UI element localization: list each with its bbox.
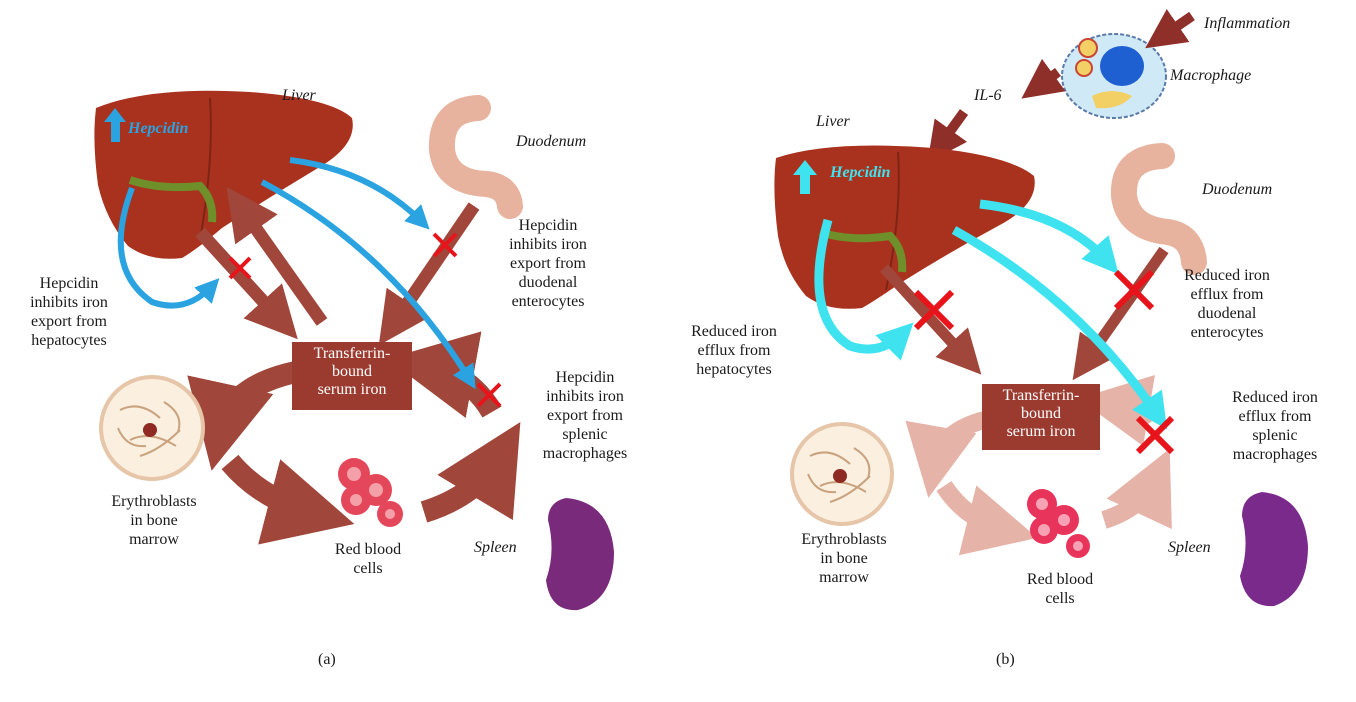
- block-mark-hepatocytes-a: [228, 256, 252, 280]
- liver-a-icon: [94, 90, 353, 259]
- spleen-label-a: Spleen: [474, 539, 517, 556]
- iron-arrow-rbc-to-spleen-b: [1101, 448, 1172, 530]
- duodenum-label-b: Duodenum: [1202, 181, 1273, 198]
- hepcidin-arrow-to-hepatocytes-a: [117, 186, 220, 309]
- il6-label-b: IL-6: [974, 87, 1002, 104]
- macrophage-b-icon: [1061, 33, 1167, 119]
- bone-marrow-b-icon: [790, 422, 894, 526]
- iron-arrow-liver-to-serum-a: [195, 227, 298, 340]
- spleen-label-b: Spleen: [1168, 539, 1211, 556]
- block-mark-duodenum-a: [432, 232, 458, 258]
- panel-a-artwork: [94, 90, 614, 611]
- hepcidin-up-b-icon: [800, 170, 810, 194]
- block-mark-hepatocytes-b: [913, 289, 955, 331]
- duodenum-b-icon: [1110, 143, 1207, 275]
- hepcidin-label-b: Hepcidin: [830, 164, 891, 181]
- liver-label-a: Liver: [282, 87, 316, 104]
- transferrin-box-b: Transferrin-bound serum iron: [982, 384, 1100, 450]
- hepcidin-arrow-to-spleen-a: [260, 179, 476, 390]
- iron-arrow-serum-to-marrow-b: [905, 411, 987, 498]
- hepcidin-label-a: Hepcidin: [128, 120, 189, 137]
- iron-arrow-marrow-to-rbc-a: [221, 454, 355, 545]
- hepcidin-arrow-to-hepatocytes-b: [814, 218, 914, 361]
- spleen-a-icon: [546, 498, 614, 611]
- block-mark-duodenum-b: [1113, 269, 1155, 311]
- caption-a: (a): [318, 651, 336, 668]
- panel-b-artwork: [774, 9, 1308, 607]
- spleen-b-icon: [1240, 492, 1308, 607]
- iron-arrow-marrow-to-rbc-b: [936, 480, 1038, 556]
- iron-arrow-duodenum-to-serum-a: [378, 202, 480, 346]
- iron-arrow-serum-to-marrow-a: [187, 361, 299, 471]
- caption-b: (b): [996, 651, 1015, 668]
- transferrin-box-a: Transferrin-bound serum iron: [292, 342, 412, 410]
- hepcidin-arrow-to-duodenum-b: [979, 199, 1119, 275]
- hepcidin-arrow-to-duodenum-a: [289, 157, 430, 230]
- inflammation-label-b: Inflammation: [1204, 15, 1291, 32]
- inflammation-arrow-b: [1145, 9, 1195, 49]
- hepcidin-up-a-icon: [111, 116, 120, 142]
- hepcidin-arrow-to-spleen-b: [951, 226, 1168, 430]
- red-blood-cells-a-icon: [338, 458, 403, 527]
- liver-label-b: Liver: [816, 113, 850, 130]
- duodenum-label-a: Duodenum: [516, 133, 587, 150]
- bone-marrow-a-icon: [99, 375, 205, 481]
- iron-arrow-serum-to-liver-a: [226, 186, 328, 326]
- block-mark-spleen-b: [1135, 415, 1175, 455]
- il6-to-liver-arrow-b: [927, 109, 969, 163]
- block-mark-spleen-a: [476, 382, 502, 408]
- red-blood-cells-b-icon: [1027, 489, 1090, 558]
- il6-arrow-b: [1021, 58, 1066, 99]
- iron-arrow-rbc-to-spleen-a: [420, 422, 521, 523]
- duodenum-a-icon: [428, 95, 523, 219]
- macrophage-label-b: Macrophage: [1170, 67, 1252, 84]
